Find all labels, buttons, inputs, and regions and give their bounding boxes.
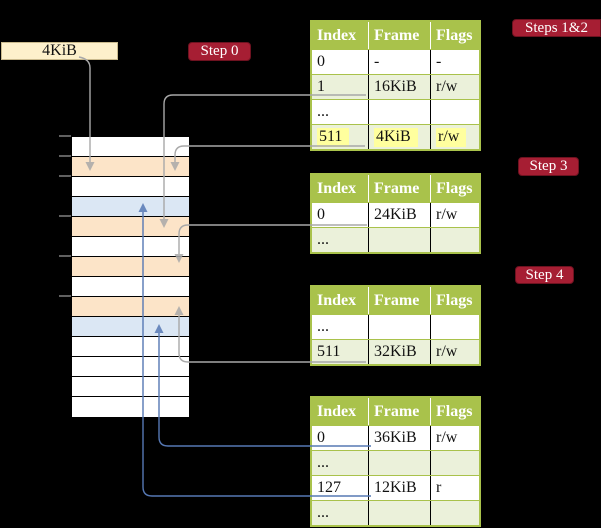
- table-cell: r/w: [430, 125, 479, 149]
- table-cell: [430, 100, 479, 124]
- table-row: ...: [312, 99, 479, 124]
- table-cell: r/w: [430, 203, 479, 227]
- table-cell: -: [368, 50, 430, 74]
- step-label-3: Step 3: [518, 157, 579, 176]
- memory-frame-row-9-blue: [72, 317, 189, 337]
- frame-size-label: 4KiB: [42, 42, 77, 59]
- table-cell: 12KiB: [368, 476, 430, 500]
- memory-frame-row-11-white: [72, 357, 189, 377]
- table-cell: ...: [317, 318, 329, 335]
- table-cell: 511: [317, 343, 341, 360]
- table-cell: [368, 100, 430, 124]
- table-row: ...: [312, 227, 479, 252]
- table-cell: [430, 451, 479, 475]
- table-cell: Flags: [430, 398, 479, 425]
- memory-frame-row-13-white: [72, 397, 189, 417]
- table-row: ...: [312, 450, 479, 475]
- table-cell: [368, 451, 430, 475]
- table-cell: Index: [317, 26, 357, 44]
- table-cell: 4KiB: [368, 125, 430, 149]
- memory-frame-row-4-peach: [72, 217, 189, 237]
- table-cell: ...: [317, 454, 329, 471]
- table-cell: 16KiB: [368, 75, 430, 99]
- step-label-0: Step 0: [188, 42, 251, 61]
- table-cell: Index: [317, 291, 357, 309]
- step-label-4: Step 4: [515, 266, 574, 284]
- table-cell: Frame: [368, 175, 430, 202]
- table-cell: 0: [317, 53, 325, 70]
- table-cell: Index: [317, 402, 357, 420]
- table-cell: Frame: [368, 287, 430, 314]
- table-cell: r/w: [430, 340, 479, 364]
- table-cell: ...: [317, 504, 329, 521]
- memory-frame-row-5-white: [72, 237, 189, 257]
- table-cell: 0: [317, 206, 325, 223]
- table-cell: ...: [317, 103, 329, 120]
- physical-memory-column: [71, 136, 190, 417]
- table-cell: 32KiB: [368, 340, 430, 364]
- table-cell: 0: [317, 429, 325, 446]
- table-cell: Frame: [368, 398, 430, 425]
- table-cell: [430, 315, 479, 339]
- table-cell: 127: [317, 479, 341, 496]
- memory-frame-row-10-white: [72, 337, 189, 357]
- table-cell: r: [430, 476, 479, 500]
- memory-frame-row-7-white: [72, 277, 189, 297]
- table-cell: 36KiB: [368, 426, 430, 450]
- memory-frame-row-2-white: [72, 177, 189, 197]
- table-cell: ...: [317, 231, 329, 248]
- table-cell: r/w: [430, 75, 479, 99]
- table-cell: [430, 228, 479, 252]
- step-label-1-2: Steps 1&2: [512, 19, 601, 37]
- table-cell: 24KiB: [368, 203, 430, 227]
- table-cell: -: [430, 50, 479, 74]
- memory-frame-row-8-peach: [72, 297, 189, 317]
- table-cell: 1: [317, 78, 325, 95]
- memory-frame-row-0-white: [72, 137, 189, 157]
- table-cell: r/w: [430, 426, 479, 450]
- table-row: ...: [312, 314, 479, 339]
- table-cell: [368, 315, 430, 339]
- memory-frame-row-3-blue: [72, 197, 189, 217]
- memory-frame-row-6-peach: [72, 257, 189, 277]
- table-cell: Flags: [430, 22, 479, 49]
- table-cell: Index: [317, 179, 357, 197]
- table-row: ...: [312, 500, 479, 525]
- table-row: 0 --: [312, 49, 479, 74]
- table-cell: [368, 228, 430, 252]
- memory-frame-row-1-peach: [72, 157, 189, 177]
- table-cell: [368, 501, 430, 525]
- table-cell: 511: [312, 125, 368, 149]
- table-cell: Flags: [430, 287, 479, 314]
- frame-size-box: 4KiB: [1, 42, 118, 60]
- table-cell: Frame: [368, 22, 430, 49]
- table-cell: Flags: [430, 175, 479, 202]
- table-cell: [430, 501, 479, 525]
- memory-frame-row-12-white: [72, 377, 189, 397]
